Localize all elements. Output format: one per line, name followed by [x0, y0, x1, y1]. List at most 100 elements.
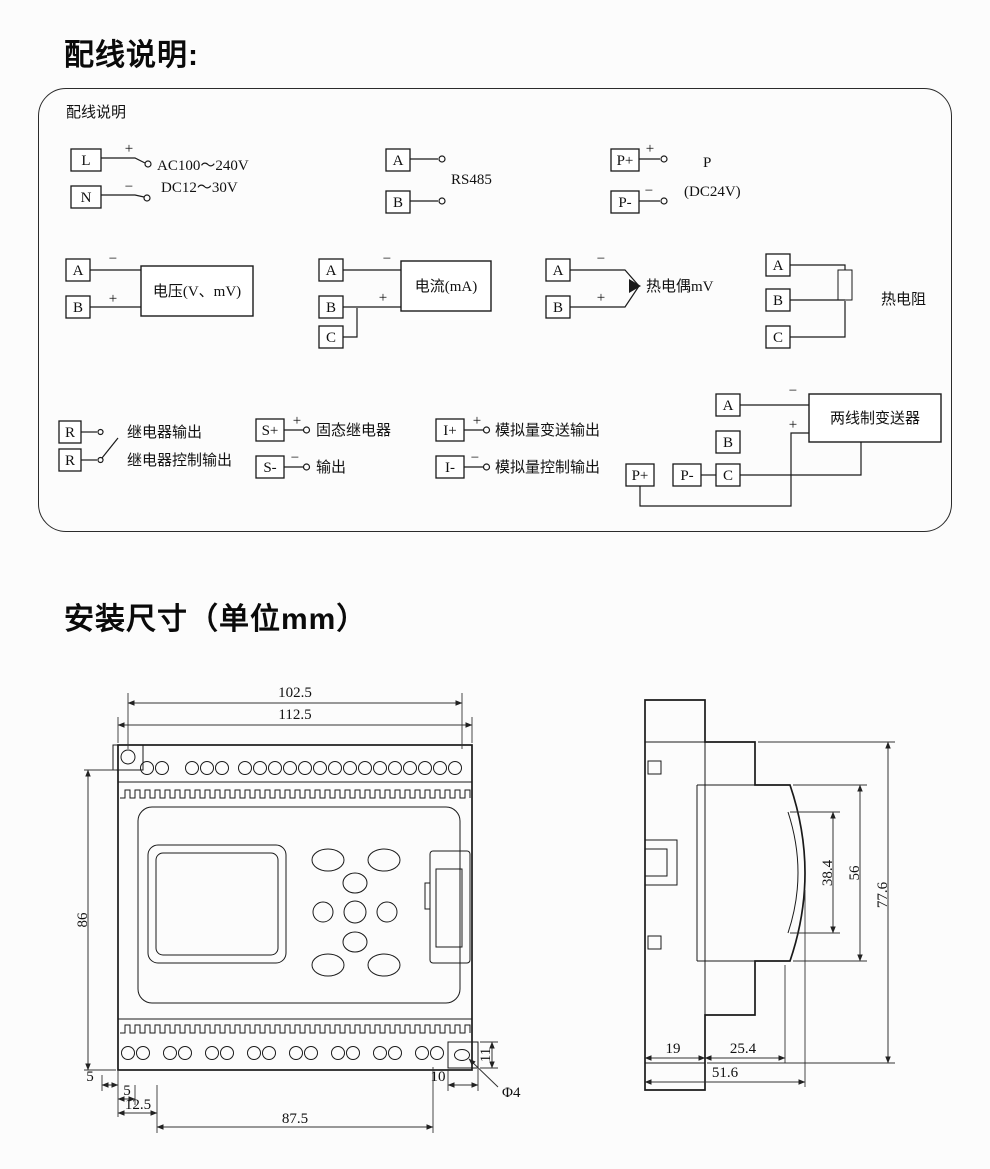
minus-sign: − [109, 251, 117, 267]
power-rating-line2: DC12～30V [161, 180, 238, 196]
ssr-label-line1: 固态继电器 [316, 422, 391, 439]
button-center [343, 900, 367, 924]
terminal-label-A: A [773, 258, 784, 274]
dimensions-section-heading: 安装尺寸（单位mm） [64, 603, 368, 636]
display-bezel [147, 844, 287, 964]
wiring-diagram-box: 配线说明 L N + − AC100～240V DC12～30V [38, 88, 952, 532]
terminal-box-C [765, 325, 791, 349]
button-cluster [311, 848, 401, 977]
power-wiring-group: L N + − AC100～240V DC12～30V [70, 141, 249, 209]
terminal-box-N [70, 185, 102, 209]
voltage-label: 电压(V、mV) [153, 283, 241, 300]
mount-hole-bottom-right [454, 1049, 470, 1061]
terminal-label-A: A [73, 263, 84, 279]
minus-sign: − [383, 251, 391, 267]
terminal-label-B: B [773, 293, 783, 309]
terminal-label-Splus: S+ [262, 423, 279, 439]
terminal-box-B [715, 430, 741, 454]
terminal-box-R1 [58, 420, 82, 444]
rtd-input-group: A B C 热电阻 [765, 253, 926, 349]
terminal-box-L [70, 148, 102, 172]
aux-power-wiring-group: P+ P- + − P (DC24V) [610, 141, 741, 214]
terminal-box-Iminus [435, 455, 465, 479]
terminal-label-C: C [326, 330, 336, 346]
terminal-label-A: A [553, 263, 564, 279]
terminal-label-C: C [773, 330, 783, 346]
terminal-box-A [65, 258, 91, 282]
button-up [342, 872, 368, 894]
terminal-box-A [765, 253, 791, 277]
terminal-box-Iplus [435, 418, 465, 442]
terminal-label-Iplus: I+ [443, 423, 456, 439]
plus-sign: + [597, 290, 605, 306]
terminal-box-Pplus [610, 148, 640, 172]
rtd-resistor [837, 269, 853, 301]
terminal-label-B: B [553, 300, 563, 316]
power-rating-line1: AC100～240V [157, 158, 249, 174]
voltage-device-box [140, 265, 254, 317]
thermocouple-input-group: A B − + 热电偶mV [545, 251, 714, 319]
terminal-label-R1: R [65, 425, 75, 441]
dim-51-6: 51.6 [712, 1065, 739, 1081]
terminal-label-A: A [326, 263, 337, 279]
relay-label-line1: 继电器输出 [127, 424, 202, 441]
voltage-input-group: A B − + 电压(V、mV) [65, 251, 254, 319]
dim-11: 11 [478, 1048, 494, 1062]
terminal-label-B: B [73, 300, 83, 316]
transmitter-device-box [808, 393, 942, 443]
minus-sign: − [471, 450, 479, 466]
wiring-box-title: 配线说明 [66, 104, 126, 121]
dim-19: 19 [666, 1041, 681, 1057]
minus-sign: − [645, 183, 653, 199]
ssr-label-line2: 输出 [316, 459, 346, 476]
plus-sign: + [125, 141, 133, 157]
minus-sign: − [597, 251, 605, 267]
dim-hole-diameter: Φ4 [502, 1085, 521, 1101]
terminal-box-Splus [255, 418, 285, 442]
minus-sign: − [291, 450, 299, 466]
thermocouple-label: 热电偶mV [646, 278, 714, 295]
current-label: 电流(mA) [415, 278, 478, 295]
bottom-terminal-circles [121, 1046, 444, 1060]
terminal-box-Pminus [672, 463, 702, 487]
dim-5a: 5 [86, 1069, 94, 1085]
terminal-box-A [545, 258, 571, 282]
dim-5b: 5 [123, 1083, 131, 1099]
terminal-box-A [385, 148, 411, 172]
relay-output-group: R R 继电器输出 继电器控制输出 [58, 420, 232, 472]
plus-sign: + [646, 141, 654, 157]
mount-tab-bottom-right [447, 1041, 479, 1069]
current-input-group: A B C − + 电流(mA) [318, 251, 492, 349]
terminal-box-A [318, 258, 344, 282]
button-down [342, 931, 368, 953]
terminal-label-Sminus: S- [263, 460, 276, 476]
terminal-box-C [715, 463, 741, 487]
top-terminal-circles [140, 761, 462, 775]
plus-sign: + [109, 291, 117, 307]
minus-sign: − [789, 383, 797, 399]
terminal-label-Iminus: I- [445, 460, 455, 476]
button-bottom-right [367, 953, 401, 977]
plus-sign: + [293, 413, 301, 429]
dim-width-outer: 112.5 [278, 707, 311, 723]
side-connector [424, 850, 471, 964]
terminal-label-C: C [723, 468, 733, 484]
side-connector-notch [645, 839, 678, 886]
terminal-label-N: N [81, 190, 92, 206]
aux-label-line1: P [703, 155, 711, 171]
terminal-box-C [318, 325, 344, 349]
dim-38-4: 38.4 [820, 859, 836, 886]
ssr-output-group: S+ S- + − 固态继电器 输出 [255, 413, 391, 479]
wiring-section-heading: 配线说明: [64, 39, 199, 72]
rs485-label: RS485 [451, 172, 492, 188]
rtd-label: 热电阻 [881, 291, 926, 308]
thermocouple-junction [629, 279, 641, 293]
front-device-drawing [112, 744, 479, 1071]
wiring-diagram-svg: 配线说明 L N + − AC100～240V DC12～30V [58, 104, 942, 507]
top-vent-zigzag [120, 789, 471, 799]
panel-curve-inner [787, 811, 799, 934]
front-panel-outline [137, 806, 461, 1004]
terminal-label-A: A [393, 153, 404, 169]
dim-height: 86 [75, 912, 91, 928]
